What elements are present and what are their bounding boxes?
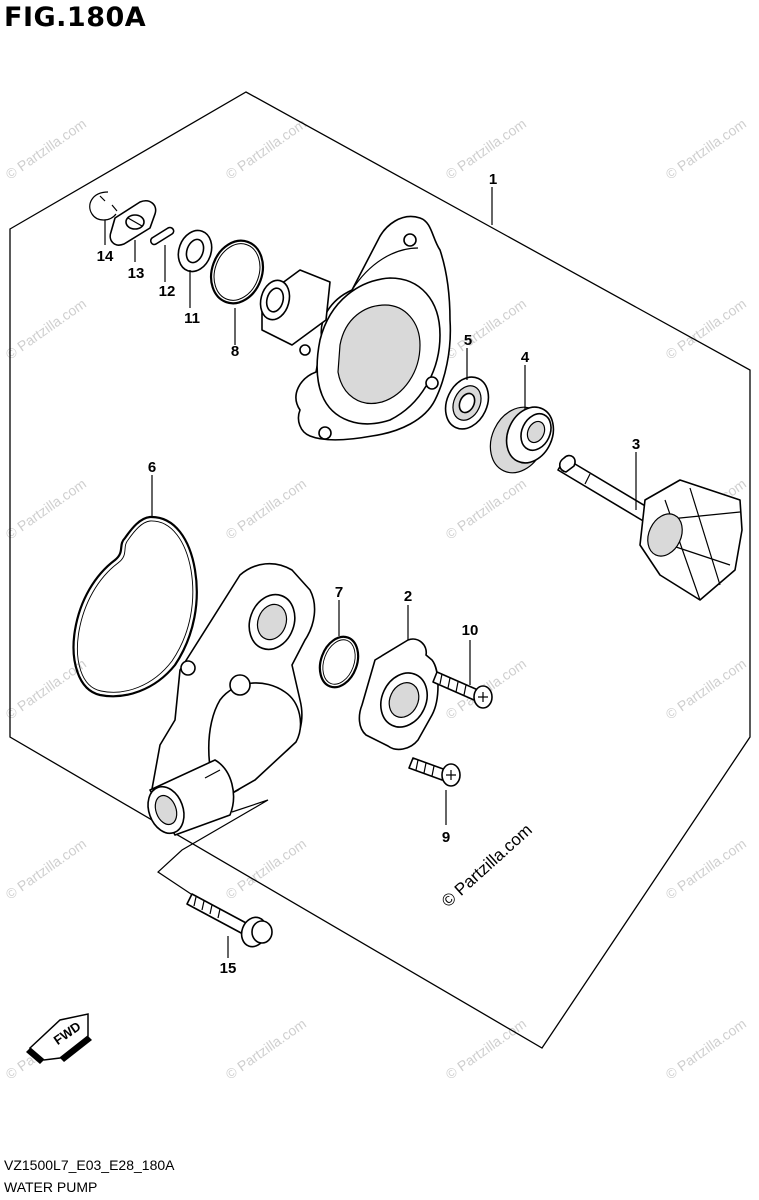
- mechanical-seal-part-4: [489, 406, 555, 474]
- figure-name: WATER PUMP: [4, 1179, 98, 1195]
- watermark: © Partzilla.com: [663, 115, 749, 182]
- watermark: © Partzilla.com: [3, 835, 89, 902]
- leader-lines: [104, 187, 637, 958]
- watermark: © Partzilla.com: [663, 1015, 749, 1082]
- callout-3: 3: [632, 436, 640, 453]
- watermark: © Partzilla.com: [3, 295, 89, 362]
- callout-7: 7: [335, 584, 343, 601]
- gasket-part-6: [72, 515, 198, 698]
- figure-code: VZ1500L7_E03_E28_180A: [4, 1157, 175, 1173]
- watermark: © Partzilla.com: [663, 835, 749, 902]
- bracket-part-13: [109, 200, 157, 246]
- watermark: © Partzilla.com: [443, 475, 529, 542]
- callout-11: 11: [184, 310, 200, 327]
- watermark: © Partzilla.com: [223, 1015, 309, 1082]
- fwd-arrow-icon: FWD: [26, 1013, 92, 1064]
- callouts: 1 2 3 4 5 6 7 8 9 10 11 12 13 14 15: [97, 171, 641, 977]
- callout-1: 1: [489, 171, 497, 188]
- callout-8: 8: [231, 343, 239, 360]
- callout-14: 14: [97, 248, 114, 265]
- callout-13: 13: [128, 265, 145, 282]
- watermark: © Partzilla.com: [663, 655, 749, 722]
- watermark: © Partzilla.com: [443, 1015, 529, 1082]
- o-ring-part-8: [209, 239, 265, 305]
- inlet-part-2: [358, 638, 439, 751]
- pin-part-12: [149, 226, 175, 246]
- figure-title: FIG.180A: [4, 2, 147, 33]
- bolt-part-10: [432, 671, 493, 709]
- callout-2: 2: [404, 588, 412, 605]
- callout-5: 5: [464, 332, 472, 349]
- pump-case-part-1: [259, 215, 452, 441]
- watermark: © Partzilla.com: [443, 295, 529, 362]
- flange-bolt-part-15: [186, 893, 273, 948]
- callout-6: 6: [148, 459, 156, 476]
- watermark: © Partzilla.com: [3, 475, 89, 542]
- impeller-shaft-part-3: [557, 454, 743, 601]
- oil-seal-part-5: [444, 376, 490, 430]
- callout-4: 4: [521, 349, 530, 366]
- e-ring-part-14: [89, 191, 118, 221]
- watermark: © Partzilla.com: [223, 115, 309, 182]
- bolt-part-9: [408, 757, 461, 787]
- assembly-outline: [9, 91, 751, 1049]
- pump-cover: [147, 562, 316, 931]
- callout-15: 15: [220, 960, 237, 977]
- watermark: © Partzilla.com: [3, 115, 89, 182]
- partzilla-watermark: © Partzilla.com: [438, 820, 536, 911]
- callout-12: 12: [159, 283, 176, 300]
- callout-10: 10: [462, 622, 479, 639]
- washer-part-11: [177, 229, 213, 273]
- watermark: © Partzilla.com: [223, 475, 309, 542]
- o-ring-part-7: [318, 635, 360, 689]
- callout-9: 9: [442, 829, 450, 846]
- watermark: © Partzilla.com: [443, 115, 529, 182]
